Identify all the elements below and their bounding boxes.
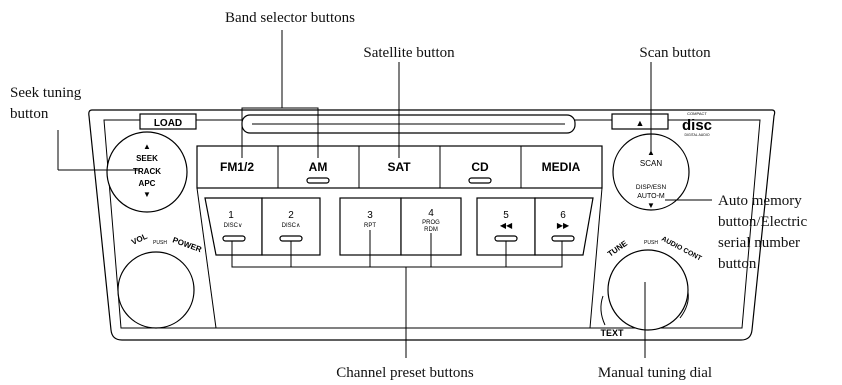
seek-down-icon: ▼ <box>143 190 151 199</box>
preset-button-row <box>204 197 594 256</box>
svg-text:COMPACT: COMPACT <box>687 111 707 116</box>
eject-icon: ▲ <box>636 118 645 128</box>
tune-arrow-left-icon <box>600 295 606 326</box>
preset-1-sub: DISC∨ <box>224 223 243 229</box>
scan-down-icon: ▼ <box>647 201 655 210</box>
tune-arrow-right-icon <box>679 291 689 319</box>
callout-lines <box>57 30 712 358</box>
vol-push-label: PUSH <box>153 240 167 246</box>
callout-satellite: Satellite button <box>363 45 455 61</box>
load-label: LOAD <box>154 118 182 129</box>
callout-manual-tuning: Manual tuning dial <box>598 365 712 381</box>
seek-up-icon: ▲ <box>143 142 151 151</box>
callout-band-selector: Band selector buttons <box>225 10 355 26</box>
left-divider <box>196 187 217 329</box>
band-button-cd[interactable]: CD <box>471 160 489 174</box>
auto-m-label: AUTO-M <box>637 193 665 200</box>
preset-3-number[interactable]: 3 <box>367 210 373 221</box>
text-label: TEXT <box>600 328 624 338</box>
right-divider <box>589 187 603 329</box>
am-indicator <box>306 177 330 184</box>
band-button-am[interactable]: AM <box>309 160 328 174</box>
preset-3-sub: RPT <box>364 223 376 229</box>
apc-label: APC <box>139 179 156 188</box>
seek-knob[interactable] <box>106 131 188 213</box>
load-button[interactable] <box>139 113 197 130</box>
preset-4-sub2: RDM <box>424 227 438 233</box>
preset-5-number[interactable]: 5 <box>503 210 509 221</box>
band-button-fm[interactable]: FM1/2 <box>220 160 254 174</box>
disp-esn-label: DISP/ESN <box>636 184 667 191</box>
preset-1-number[interactable]: 1 <box>228 210 234 221</box>
rewind-icon: ◀◀ <box>500 221 513 230</box>
track-label: TRACK <box>133 167 161 176</box>
svg-text:disc: disc <box>682 117 712 134</box>
preset-1-indicator <box>222 235 246 242</box>
scan-up-icon: ▲ <box>647 148 655 157</box>
callout-scan: Scan button <box>639 45 711 61</box>
preset-bracket <box>231 230 563 358</box>
preset-6-indicator <box>551 235 575 242</box>
callout-seek-line1: Seek tuning <box>10 85 82 101</box>
preset-4-sub: PROG <box>422 220 440 226</box>
preset-4-number[interactable]: 4 <box>428 208 434 219</box>
preset-2-sub: DISC∧ <box>282 223 301 229</box>
scan-label: SCAN <box>640 159 662 168</box>
disc-logo: COMPACT disc DIGITAL AUDIO <box>682 111 712 137</box>
callout-auto-memory-line1: Auto memory <box>718 193 802 209</box>
preset-5-indicator <box>494 235 518 242</box>
callout-auto-memory-line3: serial number <box>718 235 800 251</box>
callout-seek-line2: button <box>10 106 49 122</box>
band-button-media[interactable]: MEDIA <box>542 160 581 174</box>
preset-2-number[interactable]: 2 <box>288 210 294 221</box>
eject-button[interactable] <box>611 113 669 130</box>
tuning-knob[interactable] <box>607 249 689 331</box>
band-button-row <box>196 145 603 189</box>
callout-auto-memory-line4: button <box>718 256 757 272</box>
svg-text:DIGITAL AUDIO: DIGITAL AUDIO <box>684 133 709 137</box>
seek-label: SEEK <box>136 154 158 163</box>
tune-push-label: PUSH <box>644 240 658 246</box>
volume-knob[interactable] <box>117 251 195 329</box>
preset-6-number[interactable]: 6 <box>560 210 566 221</box>
callout-auto-memory-line2: button/Electric <box>718 214 807 230</box>
preset-2-indicator <box>279 235 303 242</box>
fast-forward-icon: ▶▶ <box>557 221 570 230</box>
callout-channel-preset: Channel preset buttons <box>336 365 474 381</box>
band-button-sat[interactable]: SAT <box>387 160 411 174</box>
cd-indicator <box>468 177 492 184</box>
